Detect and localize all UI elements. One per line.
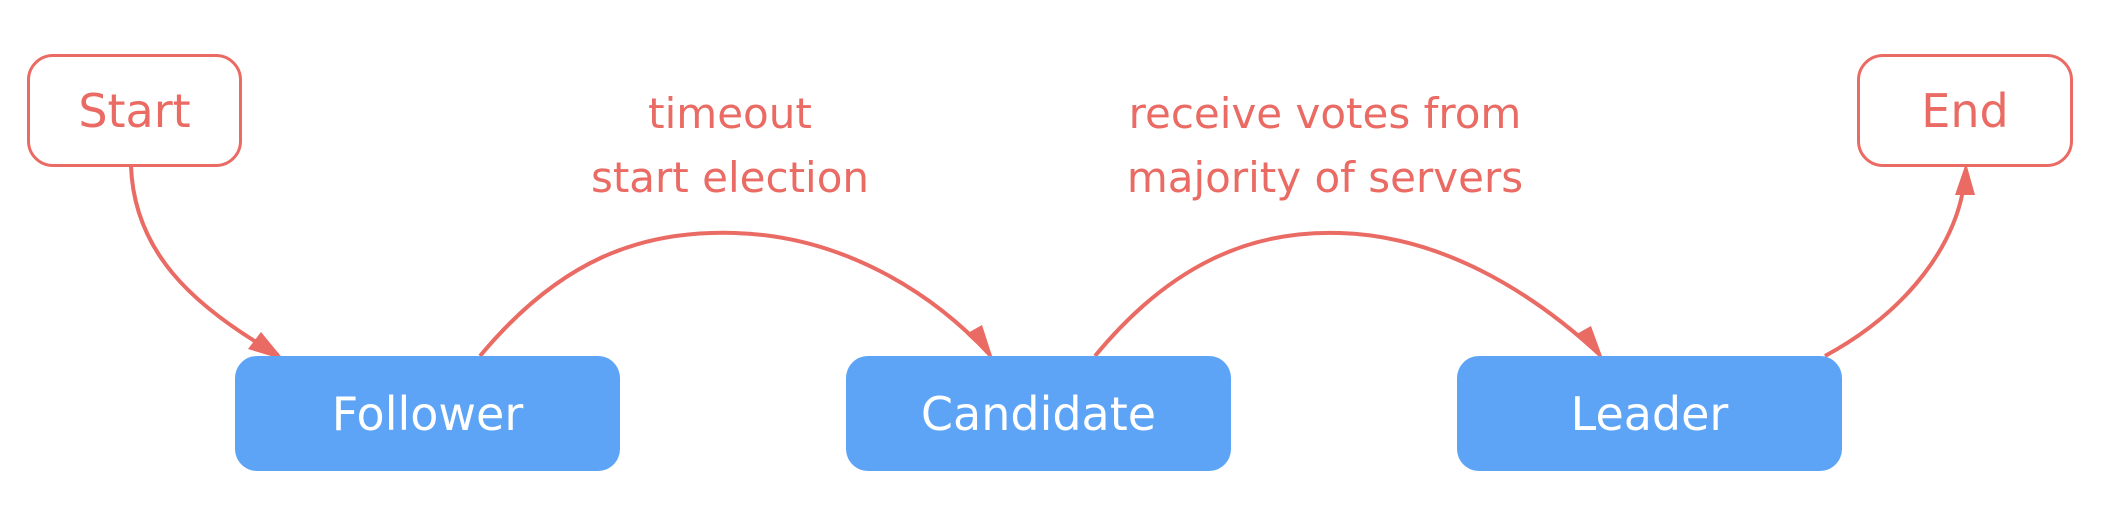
arrow-leader-to-end [1824,174,1967,358]
arrow-start-to-follower [129,165,279,357]
end-node: End [1857,54,2073,167]
candidate-state: Candidate [846,356,1231,471]
end-node-label: End [1921,83,2009,138]
arrowhead-end [1955,163,1975,195]
arrowhead-leader [1575,326,1603,359]
edge-label-line: timeout [648,89,812,138]
follower-state: Follower [235,356,620,471]
leader-state-label: Leader [1570,386,1729,441]
edge-label-line: start election [590,153,870,202]
leader-state: Leader [1457,356,1842,471]
start-node-label: Start [78,83,191,138]
edge-label-line: receive votes from [1128,89,1522,138]
candidate-state-label: Candidate [920,386,1157,441]
arrow-follower-to-candidate [478,230,992,358]
follower-state-label: Follower [331,386,524,441]
start-node: Start [27,54,242,167]
follower-to-candidate-label: timeout start election [560,82,900,210]
arrowhead-follower [248,332,284,360]
arrow-candidate-to-leader [1093,230,1602,358]
arrowhead-candidate [966,325,993,359]
edge-label-line: majority of servers [1126,153,1524,202]
candidate-to-leader-label: receive votes from majority of servers [1115,82,1535,210]
